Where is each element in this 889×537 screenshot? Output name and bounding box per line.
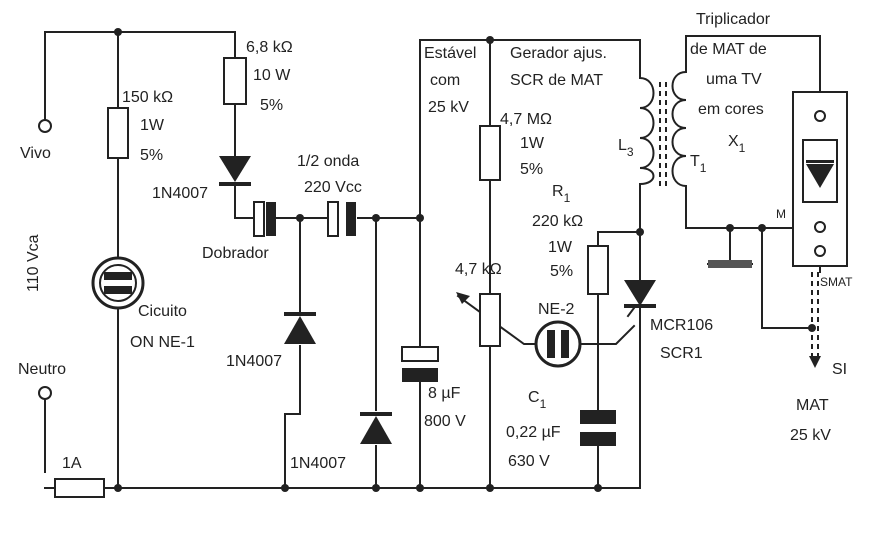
stable-line1: Estável <box>424 45 476 62</box>
tripler-line3: uma TV <box>706 71 762 88</box>
resistor-6k8 <box>223 57 247 105</box>
coil-l3 <box>638 76 655 186</box>
c1-value: 0,22 µF <box>506 424 561 441</box>
half-wave-capacitor <box>327 201 356 237</box>
c1-voltage: 630 V <box>508 453 550 470</box>
resistor-r1 <box>587 245 609 295</box>
doubler-capacitor <box>253 201 276 237</box>
smat-label: SMAT <box>820 275 853 289</box>
half-wave-label: 1/2 onda <box>297 153 359 170</box>
r1-value: 220 kΩ <box>532 213 583 230</box>
ne1-name-line2: ON NE-1 <box>130 334 195 351</box>
neon-lamp-ne1 <box>91 256 145 310</box>
scr-part: MCR106 <box>650 317 713 334</box>
r68-tol: 5% <box>260 97 283 114</box>
si-label: SI <box>832 361 847 378</box>
tripler-x1 <box>792 91 848 267</box>
d1-part: 1N4007 <box>152 185 208 202</box>
junction-dots <box>114 28 816 492</box>
vca-label: 110 Vca <box>25 234 42 292</box>
cap8-value: 8 µF <box>428 385 461 402</box>
tripler-line2: de MAT de <box>690 41 767 58</box>
neon-lamp-ne2 <box>534 320 582 368</box>
vivo-terminal <box>38 119 52 133</box>
fuse-label: 1A <box>62 455 82 472</box>
r47m-power: 1W <box>520 135 545 152</box>
vcc-label: 220 Vcc <box>304 179 362 196</box>
diode-d3 <box>360 412 392 444</box>
resistor-150k <box>107 107 129 159</box>
r150-tol: 5% <box>140 147 163 164</box>
scr-name: SCR1 <box>660 345 703 362</box>
scr-mcr106 <box>624 280 656 318</box>
transformer-core <box>659 82 667 186</box>
r150-value: 150 kΩ <box>122 89 173 106</box>
labels: Vivo Neutro 110 Vca 1A 150 kΩ 1W 5% Cicu… <box>18 11 853 472</box>
x1-name: X1 <box>728 133 746 155</box>
d2-part: 1N4007 <box>226 353 282 370</box>
r1-power: 1W <box>548 239 573 256</box>
r150-power: 1W <box>140 117 165 134</box>
stable-line3: 25 kV <box>428 99 469 116</box>
tripler-line1: Triplicador <box>696 11 771 28</box>
m-label: M <box>776 207 786 221</box>
t1-name: T1 <box>690 153 707 175</box>
ground-block <box>708 260 752 268</box>
r1-name: R1 <box>552 183 571 205</box>
gen-line2: SCR de MAT <box>510 72 603 89</box>
diode-d1 <box>219 156 251 186</box>
cap8-voltage: 800 V <box>424 413 466 430</box>
doubler-label: Dobrador <box>202 245 269 262</box>
r47m-tol: 5% <box>520 161 543 178</box>
tripler-line4: em cores <box>698 101 764 118</box>
fuse <box>54 478 105 498</box>
stable-line2: com <box>430 72 460 89</box>
potentiometer-4k7 <box>456 292 501 347</box>
neutro-label: Neutro <box>18 361 66 378</box>
diode-d2 <box>284 312 316 344</box>
r68-power: 10 W <box>253 67 291 84</box>
coil-t1 <box>671 70 688 188</box>
capacitor-c1 <box>580 410 616 446</box>
mat-line1: MAT <box>796 397 829 414</box>
mat-line2: 25 kV <box>790 427 831 444</box>
l3-name: L3 <box>618 137 634 159</box>
neutro-terminal <box>38 386 52 400</box>
resistor-4m7 <box>479 125 501 181</box>
pot-value: 4,7 kΩ <box>455 261 502 278</box>
r47m-value: 4,7 MΩ <box>500 111 552 128</box>
gen-line1: Gerador ajus. <box>510 45 607 62</box>
capacitor-8uf <box>401 346 439 382</box>
c1-name: C1 <box>528 389 547 411</box>
vivo-label: Vivo <box>20 145 51 162</box>
si-output-lead <box>809 272 821 368</box>
r68-value: 6,8 kΩ <box>246 39 293 56</box>
ne2-label: NE-2 <box>538 301 575 318</box>
ne1-name-line1: Cicuito <box>138 303 187 320</box>
d3-part: 1N4007 <box>290 455 346 472</box>
r1-tol: 5% <box>550 263 573 280</box>
